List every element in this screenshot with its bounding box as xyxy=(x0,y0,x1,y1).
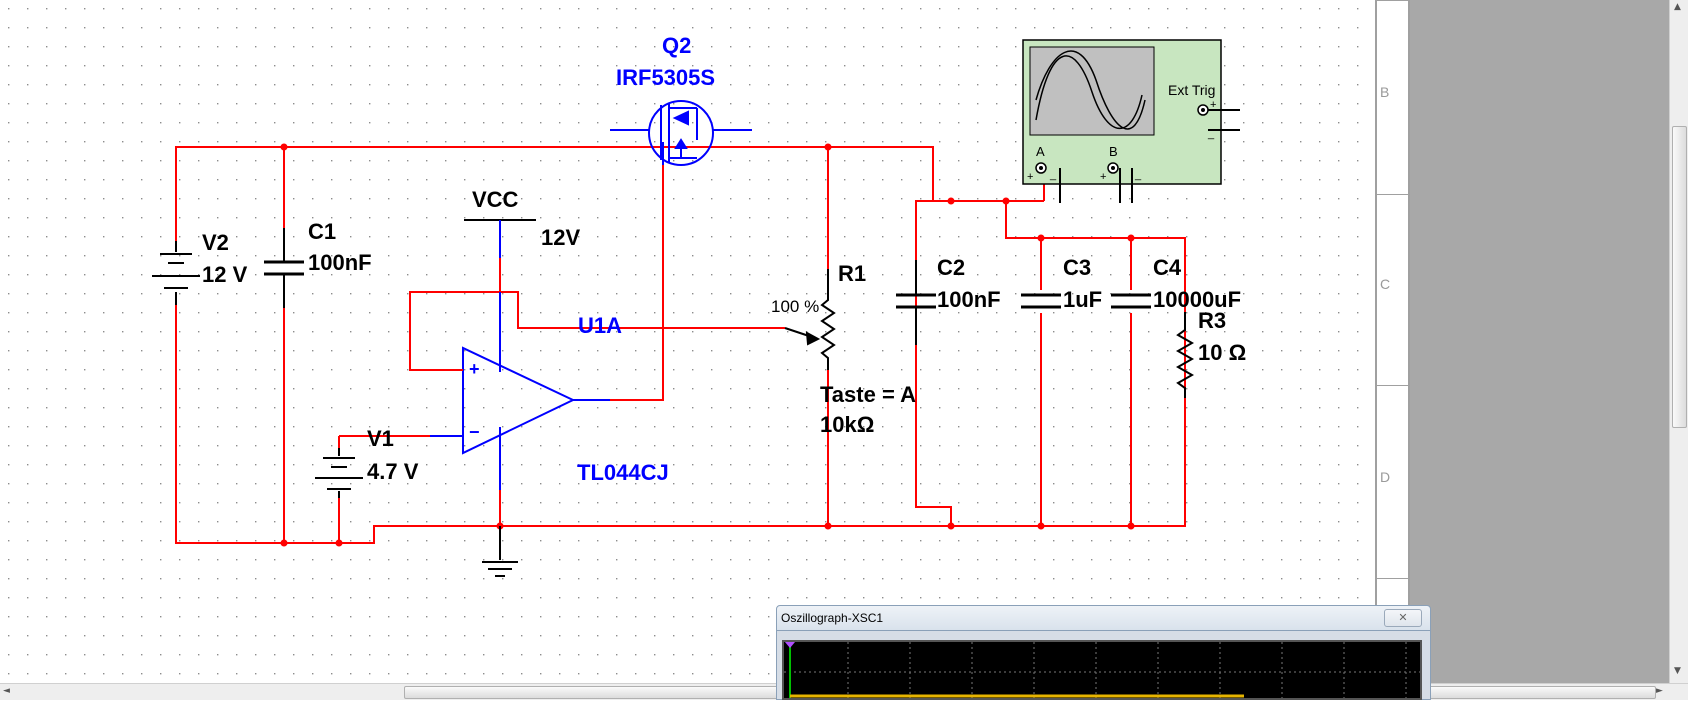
scroll-up-icon[interactable]: ▲ xyxy=(1674,2,1681,12)
v2-ref: V2 xyxy=(202,230,229,255)
zone-label-b: B xyxy=(1380,84,1390,100)
zone-label-c: C xyxy=(1380,276,1391,292)
r3-value: 10 Ω xyxy=(1198,340,1246,365)
zone-divider xyxy=(1375,578,1410,579)
zone-divider xyxy=(1375,194,1410,195)
oscillograph-display xyxy=(784,642,1420,698)
opamp-minus: − xyxy=(469,422,480,442)
c2-ref: C2 xyxy=(937,255,965,280)
oscillograph-screen[interactable] xyxy=(782,640,1422,700)
scope-a-minus: _ xyxy=(1049,169,1057,181)
vcc-ref: VCC xyxy=(472,187,519,212)
zone-divider xyxy=(1375,0,1410,1)
c3-ref: C3 xyxy=(1063,255,1091,280)
battery-v2-symbol[interactable] xyxy=(152,241,200,305)
oscilloscope-xsc1-symbol[interactable] xyxy=(1022,39,1240,203)
scope-b-plus: + xyxy=(1100,171,1106,183)
zone-label-d: D xyxy=(1380,469,1391,485)
scroll-right-icon[interactable]: ► xyxy=(1656,686,1663,696)
scope-channel-b-label: B xyxy=(1109,144,1118,159)
potentiometer-r1-symbol[interactable] xyxy=(784,269,836,370)
r1-ref: R1 xyxy=(838,261,866,286)
u1a-part: TL044CJ xyxy=(577,460,669,485)
opamp-plus: + xyxy=(469,359,480,379)
scope-ext-trig-label: Ext Trig xyxy=(1168,82,1215,98)
resistor-r3-symbol[interactable] xyxy=(1175,312,1195,398)
c4-value: 10000uF xyxy=(1153,287,1241,312)
scope-a-plus: + xyxy=(1027,171,1033,183)
close-icon: ✕ xyxy=(1398,612,1408,624)
r1-value: 10kΩ xyxy=(820,412,874,437)
cursor-marker-icon[interactable] xyxy=(785,642,795,648)
r1-key: Taste = A xyxy=(820,382,916,407)
c2-value: 100nF xyxy=(937,287,1001,312)
vertical-scrollbar[interactable]: ▲ ▼ xyxy=(1669,0,1688,683)
v2-value: 12 V xyxy=(202,262,248,287)
capacitor-c4-symbol[interactable] xyxy=(1111,293,1151,309)
q2-ref: Q2 xyxy=(662,33,691,58)
ground-symbol[interactable] xyxy=(482,526,518,577)
scroll-left-icon[interactable]: ◄ xyxy=(3,686,10,696)
v1-value: 4.7 V xyxy=(367,459,419,484)
scope-trig-plus: + xyxy=(1210,99,1216,111)
zone-divider xyxy=(1375,385,1410,386)
c1-ref: C1 xyxy=(308,219,336,244)
mosfet-q2-symbol[interactable] xyxy=(610,100,752,166)
vcc-value: 12V xyxy=(541,225,580,250)
oscillograph-window-titlebar[interactable]: Oszillograph-XSC1 ✕ xyxy=(776,605,1431,631)
scope-channel-a-label: A xyxy=(1036,144,1045,159)
scope-b-minus: _ xyxy=(1134,169,1142,181)
oscillograph-window-body xyxy=(776,631,1431,700)
workspace-background xyxy=(1410,0,1669,683)
c1-value: 100nF xyxy=(308,250,372,275)
r1-percent: 100 % xyxy=(771,297,819,316)
vertical-scroll-thumb[interactable] xyxy=(1672,126,1687,428)
c4-ref: C4 xyxy=(1153,255,1182,280)
sheet-border-strip xyxy=(1375,0,1410,683)
v1-ref: V1 xyxy=(367,426,394,451)
scroll-down-icon[interactable]: ▼ xyxy=(1674,666,1681,676)
opamp-u1a-symbol[interactable] xyxy=(430,346,610,490)
q2-part: IRF5305S xyxy=(616,65,715,90)
junction-dots xyxy=(280,143,1135,547)
close-button[interactable]: ✕ xyxy=(1384,609,1422,627)
u1a-ref: U1A xyxy=(578,313,622,338)
scope-trig-minus: _ xyxy=(1207,128,1215,140)
r3-ref: R3 xyxy=(1198,308,1226,333)
c3-value: 1uF xyxy=(1063,287,1102,312)
capacitor-c3-symbol[interactable] xyxy=(1021,293,1061,309)
battery-v1-symbol[interactable] xyxy=(315,448,363,498)
oscillograph-window-title: Oszillograph-XSC1 xyxy=(781,611,884,625)
